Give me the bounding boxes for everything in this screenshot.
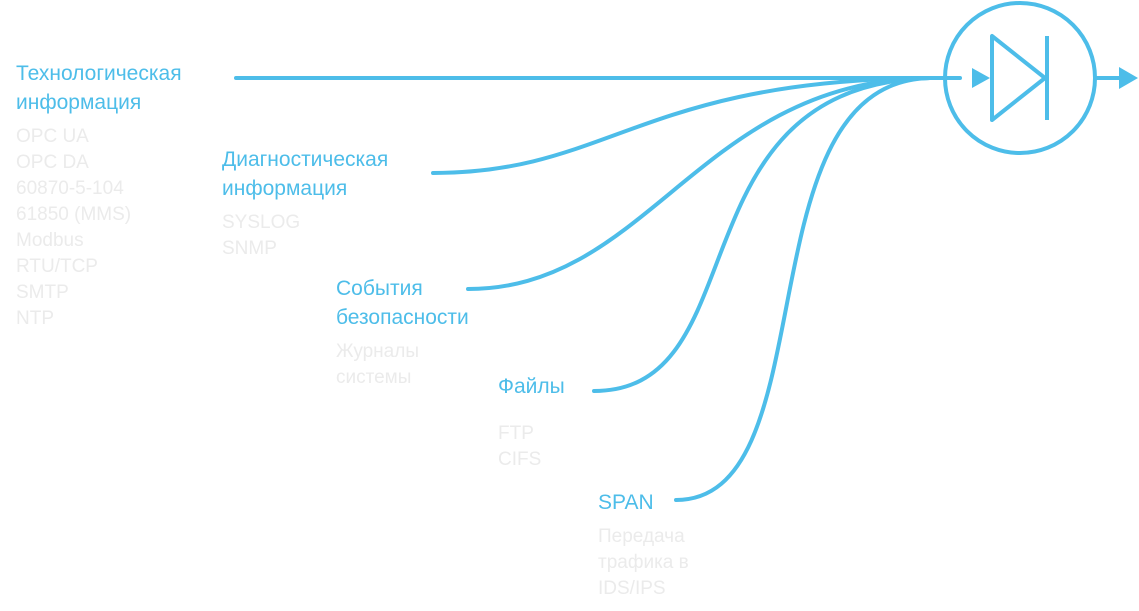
line-diag	[431, 76, 932, 175]
diode-icon	[943, 1, 1097, 155]
source-diagnostics: Диагностическая информация SYSLOG SNMP	[222, 145, 388, 262]
diode-circle	[943, 1, 1097, 155]
line-security	[466, 76, 932, 291]
source-tech: Технологическая информация OPC UA OPC DA…	[16, 59, 182, 332]
source-security-events: События безопасности Журналы системы	[336, 274, 469, 391]
input-arrow-icon	[972, 68, 990, 88]
source-title: Технологическая информация	[16, 62, 182, 114]
protocol-list: SYSLOG SNMP	[222, 212, 301, 259]
protocol-list: Передача трафика в IDS/IPS	[598, 526, 689, 599]
protocol-list: Журналы системы	[336, 341, 419, 388]
protocol-list: OPC UA OPC DA 60870-5-104 61850 (MMS) Mo…	[16, 126, 132, 329]
output-arrow-icon	[1119, 67, 1138, 89]
protocol-list: FTP CIFS	[498, 423, 542, 470]
source-title: Диагностическая информация	[222, 148, 389, 200]
line-files	[592, 76, 932, 393]
source-files: Файлы FTP CIFS	[498, 372, 565, 473]
diode-triangle	[990, 34, 1047, 122]
source-span: SPAN Передача трафика в IDS/IPS	[598, 488, 689, 602]
source-title: SPAN	[598, 491, 654, 514]
source-title: Файлы	[498, 375, 565, 398]
line-span	[674, 76, 932, 502]
source-title: События безопасности	[336, 277, 469, 329]
